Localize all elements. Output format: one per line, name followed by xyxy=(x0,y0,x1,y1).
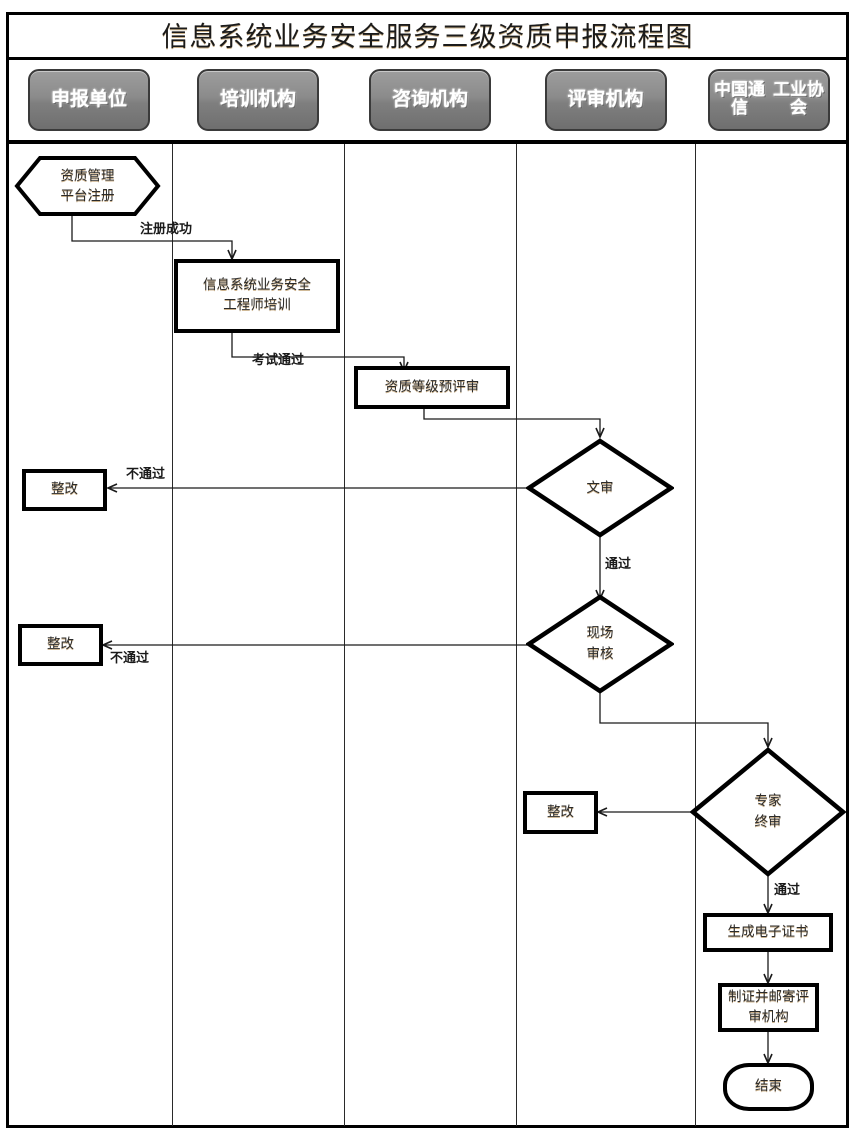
edge-label-onsite-fail: 不通过 xyxy=(110,651,150,666)
node-expert-final[interactable]: 专家终审 xyxy=(690,747,846,877)
page-title: 信息系统业务安全服务三级资质申报流程图 xyxy=(161,22,694,53)
node-rework-1[interactable]: 整改 xyxy=(22,469,107,511)
lane-divider-3 xyxy=(516,144,517,1126)
edge-label-expert-pass: 通过 xyxy=(774,883,801,898)
lane-pill-association-line2: 工业协会 xyxy=(773,80,824,118)
title-bar: 信息系统业务安全服务三级资质申报流程图 xyxy=(6,12,849,60)
edge-label-doc-pass: 通过 xyxy=(605,557,632,572)
node-training[interactable]: 信息系统业务安全工程师培训 xyxy=(174,259,340,333)
lane-header-consulting[interactable]: 咨询机构 xyxy=(344,60,516,140)
node-end[interactable]: 结束 xyxy=(723,1063,814,1111)
node-pregrade[interactable]: 资质等级预评审 xyxy=(354,366,510,409)
lane-pill-consulting: 咨询机构 xyxy=(369,69,491,131)
node-rework-1-label: 整改 xyxy=(51,481,78,498)
node-rework-2[interactable]: 整改 xyxy=(18,624,103,666)
node-onsite-review-label: 现场审核 xyxy=(526,594,674,694)
node-rework-3-label: 整改 xyxy=(547,803,574,820)
node-mail-cert[interactable]: 制证并邮寄评审机构 xyxy=(718,983,819,1032)
lane-header-applicant[interactable]: 申报单位 xyxy=(6,60,172,140)
node-onsite-review[interactable]: 现场审核 xyxy=(526,594,674,694)
node-register-line1: 资质管理平台注册 xyxy=(60,167,115,204)
lane-header-training[interactable]: 培训机构 xyxy=(172,60,344,140)
edge-label-register-success: 注册成功 xyxy=(140,222,193,237)
node-training-label: 信息系统业务安全工程师培训 xyxy=(203,277,311,313)
node-rework-3[interactable]: 整改 xyxy=(523,791,598,834)
node-gen-cert[interactable]: 生成电子证书 xyxy=(703,913,833,952)
lane-pill-association-line1: 中国通信 xyxy=(714,80,765,118)
lane-pill-association: 中国通信 工业协会 xyxy=(708,69,830,131)
lane-header-association[interactable]: 中国通信 工业协会 xyxy=(695,60,843,140)
node-end-label: 结束 xyxy=(755,1078,782,1095)
lane-pill-review: 评审机构 xyxy=(544,69,667,131)
node-mail-cert-label: 制证并邮寄评审机构 xyxy=(728,988,809,1025)
node-gen-cert-label: 生成电子证书 xyxy=(727,923,809,940)
node-register[interactable]: 资质管理平台注册 xyxy=(14,155,161,217)
lane-divider-2 xyxy=(344,144,345,1126)
edge-label-exam-passed: 考试通过 xyxy=(252,353,305,368)
lane-pill-training: 培训机构 xyxy=(197,69,319,131)
node-onsite-review-text: 现场审核 xyxy=(586,625,614,662)
lane-header-review[interactable]: 评审机构 xyxy=(516,60,695,140)
node-doc-review-text: 文审 xyxy=(586,479,614,496)
lane-header-row: 申报单位 培训机构 咨询机构 评审机构 中国通信 工业协会 xyxy=(6,60,849,144)
edge-label-doc-fail: 不通过 xyxy=(126,467,166,482)
lane-divider-4 xyxy=(695,144,696,1126)
lane-divider-1 xyxy=(172,144,173,1126)
lane-pill-applicant: 申报单位 xyxy=(28,69,150,131)
node-register-label: 资质管理平台注册 xyxy=(14,155,161,217)
node-expert-final-label: 专家终审 xyxy=(690,747,846,877)
node-doc-review[interactable]: 文审 xyxy=(526,438,674,538)
node-rework-2-label: 整改 xyxy=(47,636,74,653)
node-doc-review-label: 文审 xyxy=(526,438,674,538)
node-expert-final-text: 专家终审 xyxy=(754,793,782,830)
node-pregrade-label: 资质等级预评审 xyxy=(384,378,480,395)
